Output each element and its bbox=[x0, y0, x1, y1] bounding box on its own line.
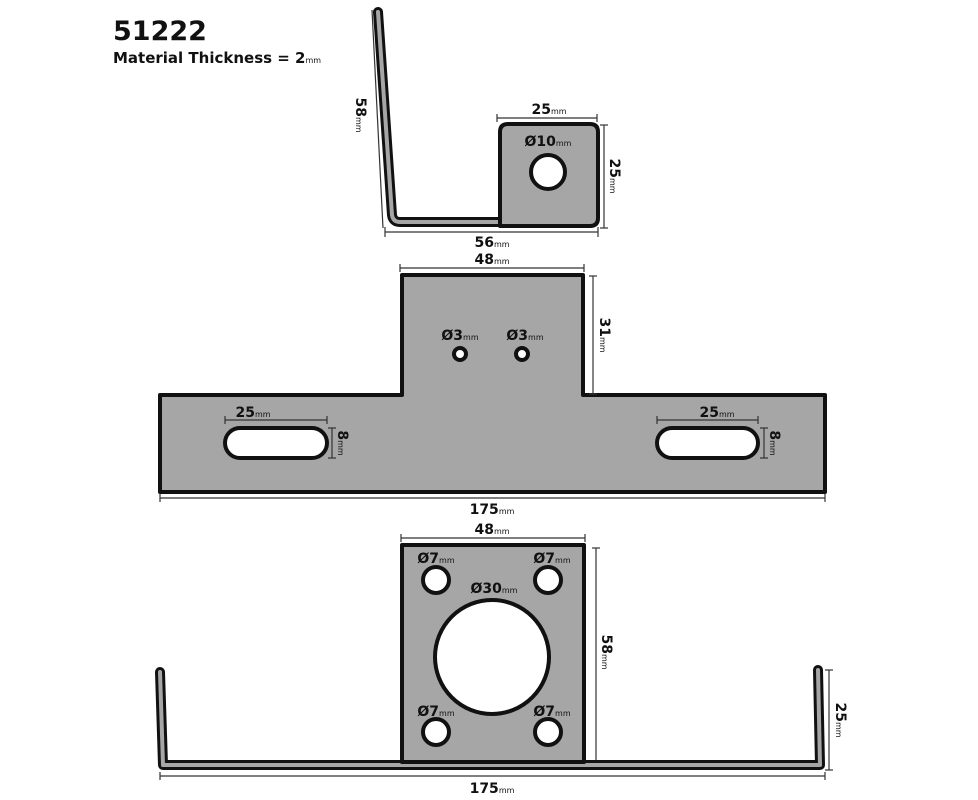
dim-plate-width-48: 48mm bbox=[474, 522, 509, 538]
material-thickness: Material Thickness = 2mm bbox=[113, 49, 321, 67]
dim-hole-7-bottom-left: Ø7mm bbox=[417, 704, 454, 720]
dim-hole-7-top-right: Ø7mm bbox=[533, 551, 570, 567]
dim-tab-width-25: 25mm bbox=[531, 102, 566, 118]
flat-plate-view: 48mm 31mm Ø3mm Ø3mm 25mm 25mm 8mm 8mm 17… bbox=[158, 252, 827, 518]
front-view: 48mm 58mm 25mm 175mm Ø30mm Ø7mm Ø7mm Ø7m… bbox=[155, 522, 848, 797]
dim-hole-7-top-left: Ø7mm bbox=[417, 551, 454, 567]
dim-hole-30: Ø30mm bbox=[471, 581, 518, 597]
dim-tab-height-31: 31mm bbox=[596, 317, 612, 352]
dim-tab-height-25: 25mm bbox=[606, 158, 622, 193]
dim-hole-3-left: Ø3mm bbox=[441, 328, 478, 344]
dim-total-length-175: 175mm bbox=[470, 502, 515, 518]
part-number: 51222 bbox=[113, 16, 207, 47]
dim-slot-right-length: 25mm bbox=[699, 405, 734, 421]
dim-total-length-175: 175mm bbox=[470, 781, 515, 797]
dim-hole-3-right: Ø3mm bbox=[506, 328, 543, 344]
slot-left bbox=[223, 426, 329, 460]
hole-10mm bbox=[529, 153, 567, 191]
dim-arm-height-25: 25mm bbox=[832, 702, 848, 737]
hole-7mm-top-right bbox=[533, 565, 563, 595]
dim-hole-7-bottom-right: Ø7mm bbox=[533, 704, 570, 720]
dim-slot-left-width: 8mm bbox=[334, 430, 350, 456]
hole-3mm-right bbox=[514, 346, 530, 362]
slot-right bbox=[655, 426, 760, 460]
hole-3mm-left bbox=[452, 346, 468, 362]
dim-hole-10: Ø10mm bbox=[525, 134, 572, 150]
dim-height-58: 58mm bbox=[352, 97, 368, 132]
dim-slot-left-length: 25mm bbox=[235, 405, 270, 421]
side-view: 58mm 56mm 25mm 25mm Ø10mm bbox=[352, 7, 622, 251]
hole-7mm-bottom-right bbox=[533, 717, 563, 747]
dim-plate-height-58: 58mm bbox=[598, 634, 614, 669]
hole-7mm-bottom-left bbox=[421, 717, 451, 747]
dim-length-56: 56mm bbox=[474, 235, 509, 251]
hole-30mm-center bbox=[433, 598, 551, 716]
dim-tab-width-48: 48mm bbox=[474, 252, 509, 268]
hole-7mm-top-left bbox=[421, 565, 451, 595]
dim-slot-right-width: 8mm bbox=[766, 430, 782, 456]
